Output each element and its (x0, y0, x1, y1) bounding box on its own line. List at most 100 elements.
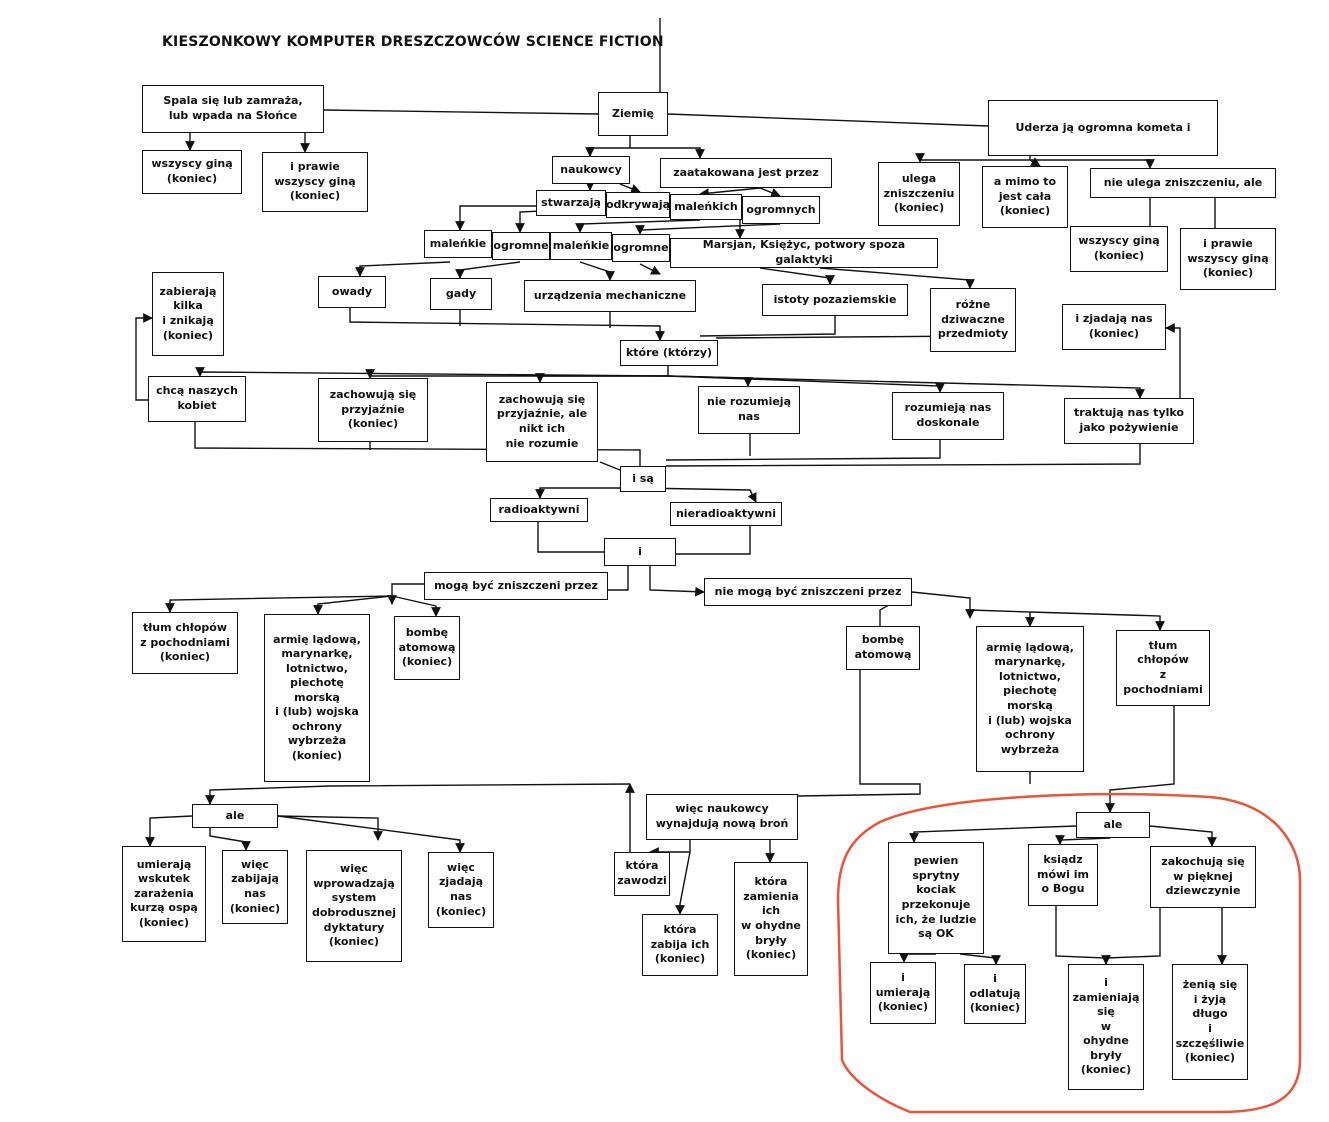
connector-line (277, 815, 383, 841)
connector-line (1105, 706, 1175, 813)
connector-line (349, 308, 665, 341)
connector-line (579, 261, 615, 281)
connector-line (455, 261, 521, 279)
connector-line (209, 828, 251, 851)
connector-line (277, 815, 465, 853)
node-zjadaja-nas: i zjadają nas (koniec) (1062, 304, 1166, 350)
node-wszyscy-gina-2: wszyscy giną (koniec) (1070, 226, 1168, 272)
connector-line (630, 147, 705, 159)
connector-line (675, 851, 691, 915)
connector-line (585, 136, 631, 157)
node-prawie-wszyscy-2: i prawie wszyscy giną (koniec) (1180, 228, 1276, 290)
node-zjadaja-nas-2: więc zjadają nas (koniec) (428, 852, 494, 928)
node-tlum-chlopow-koniec: tłum chłopów z pochodniami (koniec) (132, 612, 238, 674)
connector-line (667, 113, 989, 127)
connector-line (599, 461, 621, 471)
connector-line (649, 566, 705, 597)
node-malenkie-2: maleńkie (550, 232, 612, 260)
connector-line (665, 440, 941, 461)
node-ulega-zniszczeniu: ulega zniszczeniu (koniec) (878, 162, 960, 226)
connector-line (313, 595, 393, 615)
connector-line (205, 783, 631, 805)
connector-line (1030, 159, 1155, 169)
connector-line (665, 444, 1141, 467)
node-ogromne-2: ogromne (612, 234, 670, 262)
connector-line (667, 375, 945, 393)
connector-line (639, 487, 757, 503)
node-ogromnych: ogromnych (742, 196, 820, 224)
node-wiec-naukowcy: więc naukowcy wynajdują nową broń (646, 794, 798, 840)
node-nie-rozumieja: nie rozumieją nas (698, 386, 800, 434)
connector-line (619, 183, 641, 194)
connector-line (699, 187, 761, 198)
node-nieradioaktywni: nieradioaktywni (670, 502, 782, 526)
node-pozywienie: traktują nas tylko jako pożywienie (1064, 398, 1194, 444)
connector-line (1055, 835, 1111, 845)
node-ktora-zawodzi: która zawodzi (614, 852, 670, 896)
node-i-sa: i są (620, 466, 666, 492)
node-chca-kobiet: chcą naszych kobiet (148, 376, 246, 422)
node-nie-moga-byc-zniszczeni: nie mogą być zniszczeni przez (704, 578, 912, 606)
node-zabijaja-nas: więc zabijają nas (koniec) (222, 850, 288, 924)
connector-line (759, 267, 835, 285)
connector-line (535, 373, 668, 383)
connector-line (639, 263, 661, 275)
node-przyjaznie-koniec: zachowują się przyjaźnie (koniec) (318, 378, 428, 442)
node-urzadzenia: urządzenia mechaniczne (524, 280, 696, 312)
node-armie-ladowa: armię lądową, marynarkę, lotnictwo, piec… (976, 626, 1084, 772)
node-spala-sie: Spala się lub zamraża, lub wpada na Słoń… (142, 85, 324, 133)
connector-line (1165, 323, 1181, 398)
node-malenkie-1: maleńkie (424, 230, 492, 258)
node-i-umieraja: i umierają (koniec) (870, 962, 936, 1024)
connector-line (608, 566, 629, 591)
node-wszyscy-gina-1: wszyscy giną (koniec) (142, 150, 242, 194)
node-ogromne-1: ogromne (492, 232, 550, 260)
node-ale-left: ale (192, 804, 278, 828)
node-radioaktywni: radioaktywni (490, 498, 588, 522)
connector-line (165, 595, 393, 613)
node-stwarzaja: stwarzają (536, 190, 606, 216)
node-zaatakowana: zaatakowana jest przez (660, 158, 832, 188)
connector-line (387, 583, 424, 605)
connector-line (1105, 908, 1161, 959)
connector-line (194, 422, 641, 466)
node-ksiadz: ksiądz mówi im o Bogu (1028, 844, 1098, 906)
node-i-zamieniaja: i zamieniają się w ohydne bryły (koniec) (1068, 964, 1144, 1090)
node-prawie-wszyscy-1: i prawie wszyscy giną (koniec) (262, 152, 368, 212)
node-owady: owady (318, 276, 386, 308)
node-uderza-kometa: Uderza ją ogromna kometa i (988, 100, 1218, 156)
connector-line (145, 815, 193, 847)
connector-line (649, 840, 691, 857)
connector-line (699, 316, 836, 337)
connector-line (797, 670, 921, 797)
connector-line (1149, 825, 1217, 847)
connector-line (819, 267, 975, 289)
node-i-odlatuja: i odlatują (koniec) (964, 964, 1026, 1024)
node-ktora-zabija: która zabija ich (koniec) (642, 914, 718, 976)
node-tlum-chlopow: tłum chłopów z pochodniami (1116, 630, 1210, 706)
connector-line (911, 591, 975, 619)
connector-line (323, 109, 599, 115)
connector-line (635, 223, 781, 235)
node-bombe-koniec: bombę atomową (koniec) (394, 616, 460, 680)
node-zabieraja-kilka: zabierają kilka i znikają (koniec) (152, 272, 224, 356)
node-gady: gady (430, 278, 492, 310)
connector-line (1029, 157, 1041, 167)
node-przyjaznie-ale: zachowują się przyjaźnie, ale nikt ich n… (486, 382, 598, 462)
connector-line (537, 522, 604, 553)
node-mimo-to-cala: a mimo to jest cała (koniec) (982, 166, 1068, 228)
connector-line (759, 187, 781, 198)
node-malenkich: maleńkich (670, 194, 742, 220)
connector-line (1029, 611, 1165, 631)
node-rozne-przedmioty: różne dziwaczne przedmioty (930, 288, 1016, 352)
node-marsjan: Marsjan, Księżyc, potwory spoza galaktyk… (670, 238, 938, 268)
node-moga-byc-zniszczeni: mogą być zniszczeni przez (424, 572, 608, 600)
node-i: i (604, 538, 676, 566)
diagram-title: KIESZONKOWY KOMPUTER DRESZCZOWCÓW SCIENC… (162, 34, 664, 50)
connector-line (969, 609, 1035, 627)
node-rozumieja-doskonale: rozumieją nas doskonale (892, 392, 1004, 440)
node-ktora-zamienia: która zamienia ich w ohydne bryły (konie… (734, 862, 808, 976)
connector-line (391, 595, 441, 617)
highlight-outline (836, 792, 1302, 1114)
